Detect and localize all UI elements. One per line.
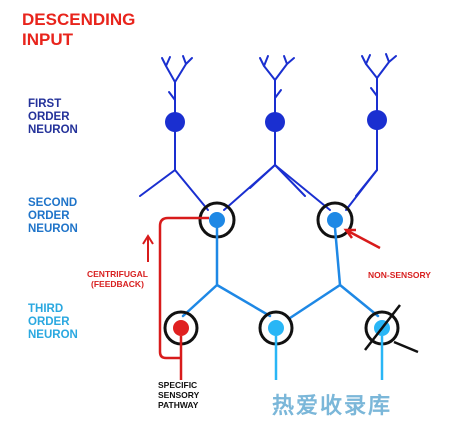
second-order-axon-left <box>181 226 272 318</box>
centrifugal-feedback-label: CENTRIFUGAL (FEEDBACK) <box>87 269 148 289</box>
specific-sensory-pathway-label: SPECIFIC SENSORY PATHWAY <box>158 380 200 410</box>
watermark: 热爱收录库 <box>272 394 393 419</box>
feedback-arrow <box>142 234 154 262</box>
non-sensory-arrow <box>343 228 381 250</box>
third-order-neuron-label: THIRD ORDER NEURON <box>28 303 78 342</box>
first-order-neurons <box>139 53 397 211</box>
non-sensory-label: NON-SENSORY <box>368 270 431 280</box>
second-order-neurons <box>181 201 380 320</box>
second-order-neuron-label: SECOND ORDER NEURON <box>28 197 78 236</box>
second-order-soma-left <box>209 212 225 228</box>
second-order-soma-right <box>327 212 343 228</box>
third-order-neurons <box>163 304 419 380</box>
axon-to-second-left <box>174 164 276 211</box>
first-order-soma-left <box>165 112 185 132</box>
centrifugal-feedback-path <box>142 216 209 360</box>
third-order-soma-middle <box>268 320 284 336</box>
second-order-axon-right <box>288 226 380 320</box>
descending-input-label: DESCENDING INPUT <box>22 10 136 49</box>
first-order-soma-right <box>367 110 387 130</box>
third-order-soma-left <box>173 320 189 336</box>
axon-to-second-right <box>274 164 378 211</box>
inhibition-slash <box>364 304 419 354</box>
first-order-neuron-label: FIRST ORDER NEURON <box>28 98 78 137</box>
first-order-soma-middle <box>265 112 285 132</box>
